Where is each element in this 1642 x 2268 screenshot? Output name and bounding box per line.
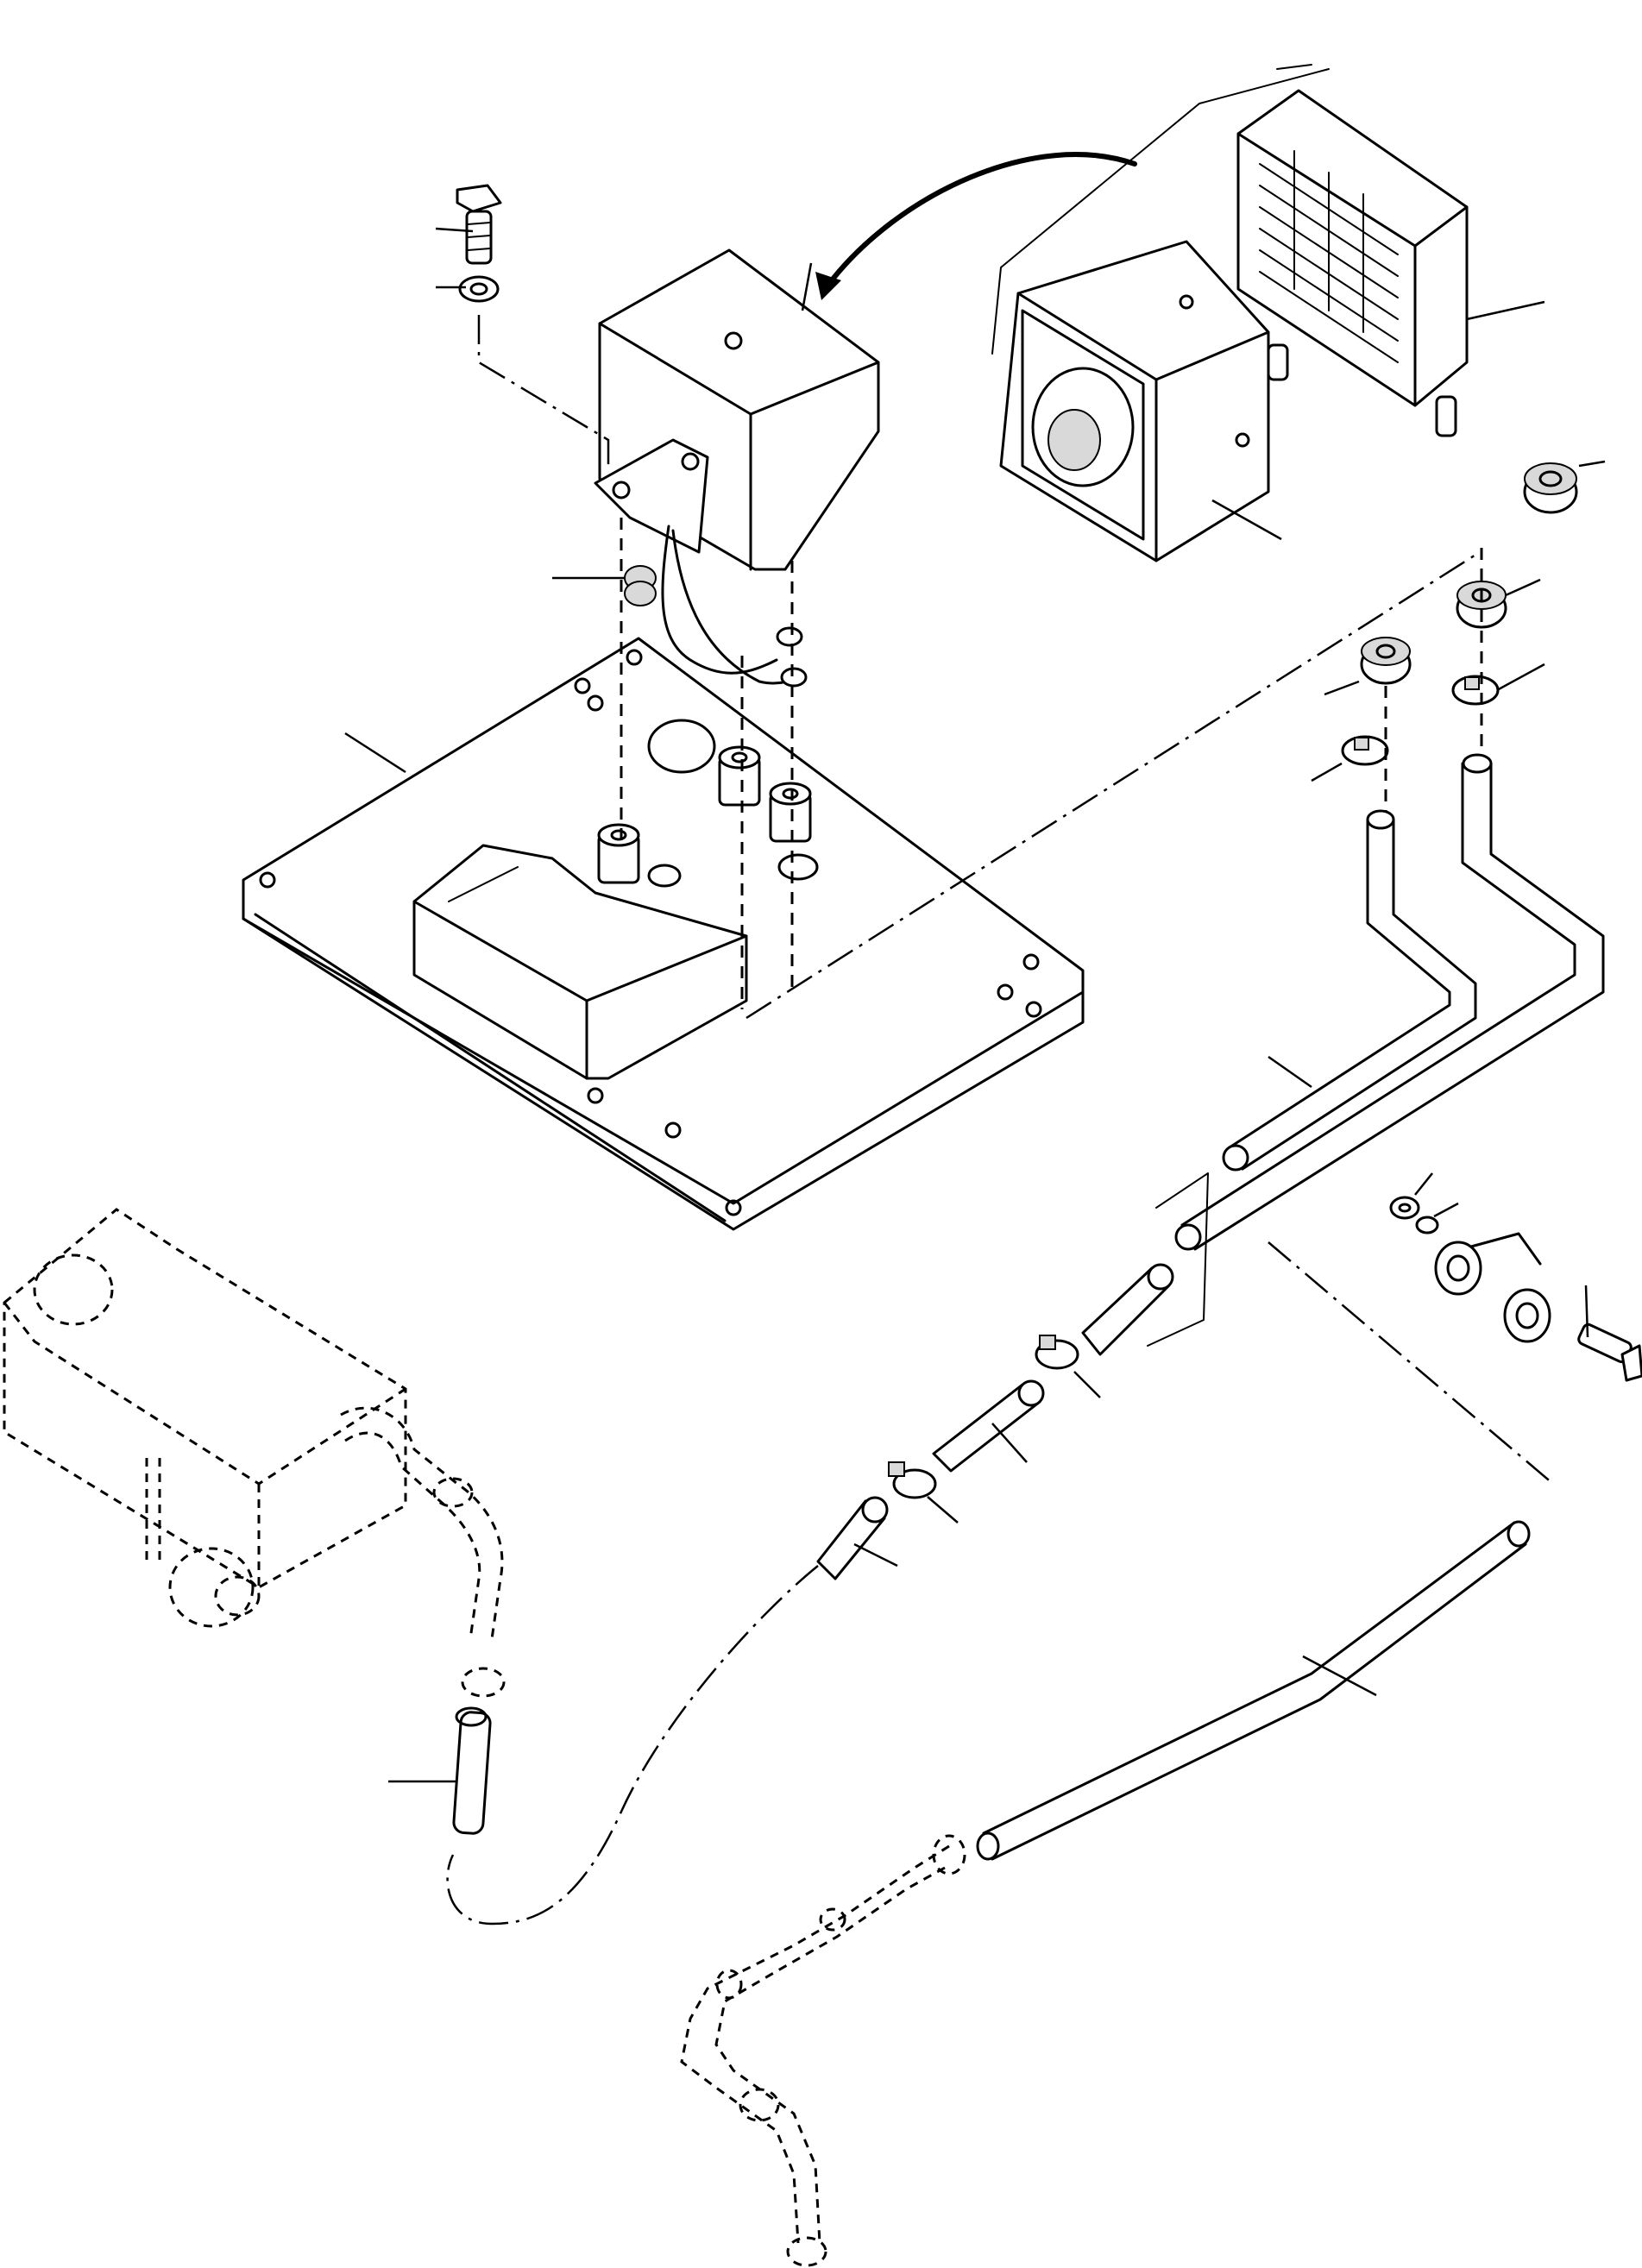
spacer — [718, 745, 761, 807]
hose-clamp — [888, 1461, 937, 1499]
bracket — [412, 844, 748, 1080]
washer — [1415, 1216, 1439, 1235]
spacer — [597, 823, 640, 884]
wiring-harness — [661, 525, 808, 688]
hose-hidden — [340, 1406, 506, 1698]
hose-pipe — [932, 1379, 1045, 1473]
spacer — [769, 782, 812, 843]
hose-clamp — [1035, 1335, 1079, 1370]
hose-clamp — [1341, 735, 1389, 766]
heater-hose — [976, 1520, 1531, 1861]
heater-hose — [1174, 753, 1605, 1251]
control-box — [594, 248, 880, 571]
pipe-hidden — [680, 1834, 966, 2267]
grommet — [1523, 462, 1578, 514]
nut — [1389, 1196, 1420, 1220]
hose-pipe — [1081, 1263, 1174, 1356]
hose-clamp — [1451, 675, 1500, 706]
direction-arrow — [815, 152, 1137, 300]
heater-blower-unit — [999, 240, 1270, 562]
engine-block-hidden — [3, 1208, 407, 1628]
heater-core — [1236, 89, 1469, 437]
grommet — [1360, 637, 1412, 685]
grommet — [624, 565, 657, 606]
hose-pipe — [816, 1496, 889, 1580]
hose-pipe — [452, 1706, 492, 1835]
leader-lines — [344, 227, 1606, 1783]
heater-hose — [1222, 809, 1477, 1172]
hose-clip — [1434, 1232, 1542, 1296]
bolt — [1577, 1322, 1642, 1382]
hose-clip — [1503, 1288, 1551, 1343]
washer — [458, 275, 500, 303]
bolt — [456, 184, 502, 265]
